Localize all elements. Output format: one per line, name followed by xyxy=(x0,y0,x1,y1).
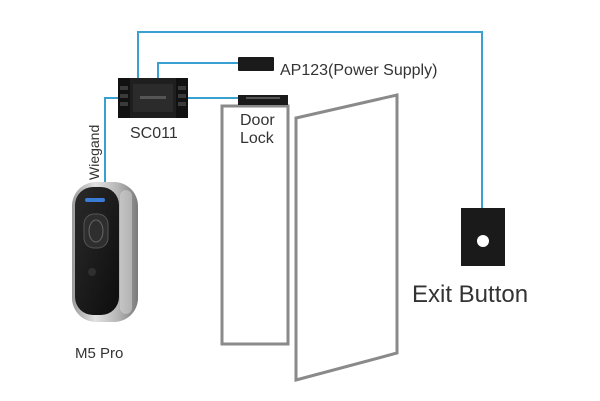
power-supply-icon xyxy=(238,57,274,71)
controller-module-icon xyxy=(118,78,188,118)
exit-button-wire xyxy=(137,31,483,208)
power-supply-wire xyxy=(157,62,238,78)
wiegand-wire xyxy=(104,97,118,188)
exit-button-icon xyxy=(461,208,505,266)
door-lock-label-line1: Door xyxy=(240,112,275,129)
door-leaf xyxy=(294,93,399,382)
reader-label: M5 Pro xyxy=(75,345,123,362)
door-lock-label-line2: Lock xyxy=(240,130,275,147)
magnetic-lock-icon xyxy=(238,95,288,105)
exit-button-label: Exit Button xyxy=(412,281,528,308)
controller-label: SC011 xyxy=(130,125,178,142)
door xyxy=(220,93,399,382)
wires xyxy=(104,31,483,208)
door-frame xyxy=(220,104,290,346)
wiegand-label: Wiegand xyxy=(86,125,102,180)
fingerprint-reader-icon xyxy=(72,182,138,322)
power-supply-label: AP123(Power Supply) xyxy=(280,62,437,79)
